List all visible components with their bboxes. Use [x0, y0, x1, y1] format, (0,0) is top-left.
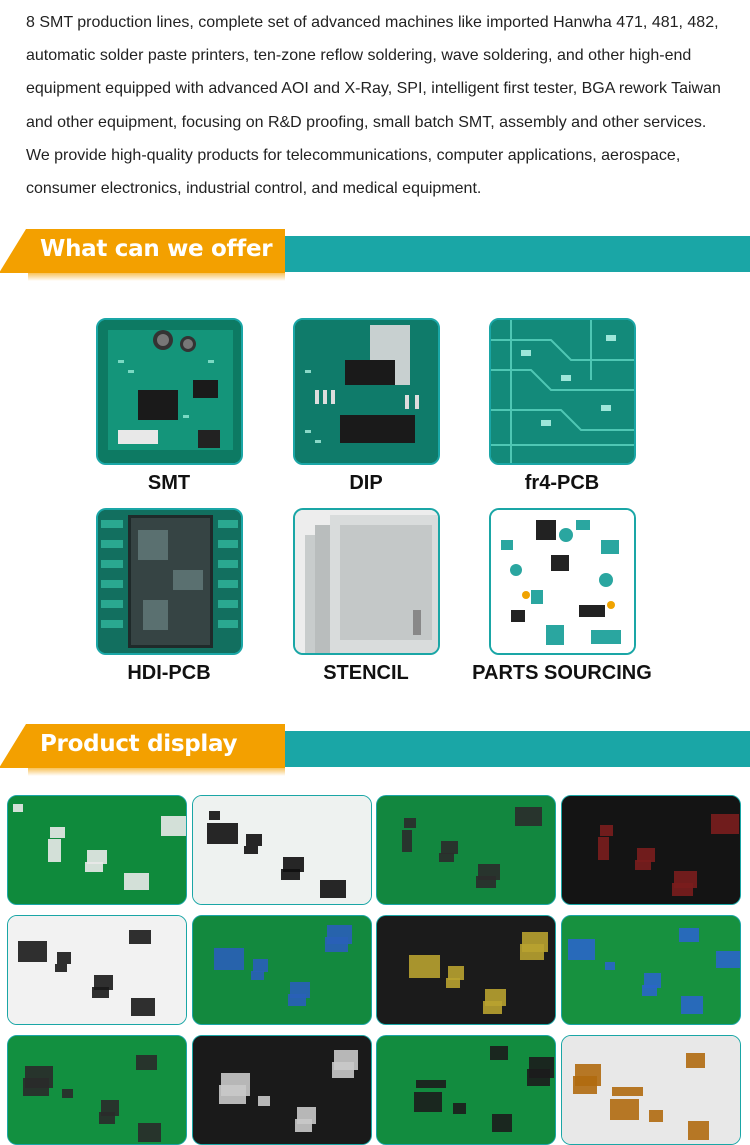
- tab-shadow: [28, 768, 285, 776]
- tab-shadow: [28, 273, 285, 281]
- product-photo-9-icon[interactable]: [7, 1035, 187, 1145]
- offer-item-label: STENCIL: [323, 662, 409, 684]
- offer-item-label: HDI-PCB: [127, 662, 211, 684]
- intro-line: We provide high-quality products for tel…: [26, 146, 681, 164]
- offer-item-hdi-pcb[interactable]: HDI-PCB: [79, 508, 259, 685]
- product-photo-11-icon[interactable]: [376, 1035, 556, 1145]
- product-photo-3-icon[interactable]: [376, 795, 556, 905]
- smt-board-photo-icon: [95, 318, 243, 465]
- offer-item-label: DIP: [349, 472, 383, 494]
- offer-item-label: fr4-PCB: [524, 472, 600, 494]
- product-photo-2-icon[interactable]: [192, 795, 372, 905]
- offer-item-dip[interactable]: DIP: [276, 318, 456, 495]
- product-photo-5-icon[interactable]: [7, 915, 187, 1025]
- offer-item-label: PARTS SOURCING: [472, 662, 652, 684]
- intro-line: equipment equipped with advanced AOI and…: [26, 80, 721, 98]
- offer-section-banner: What can we offer: [0, 229, 750, 281]
- product-photo-7-icon[interactable]: [376, 915, 556, 1025]
- hdi-pcb-photo-icon: [95, 508, 243, 655]
- offer-item-stencil[interactable]: STENCIL: [276, 508, 456, 685]
- product-photo-6-icon[interactable]: [192, 915, 372, 1025]
- offer-section-tab: What can we offer: [0, 229, 285, 281]
- product-photo-8-icon[interactable]: [561, 915, 741, 1025]
- fr4-pcb-photo-icon: [488, 318, 636, 465]
- parts-photo-icon: [488, 508, 636, 655]
- offer-item-smt[interactable]: SMT: [79, 318, 259, 495]
- stencil-photo-icon: [292, 508, 440, 655]
- dip-board-photo-icon: [292, 318, 440, 465]
- intro-line: 8 SMT production lines, complete set of …: [26, 14, 719, 31]
- intro-line: and other equipment, focusing on R&D pro…: [26, 113, 707, 131]
- intro-text: 8 SMT production lines, complete set of …: [26, 6, 741, 205]
- product-section-banner: Product display: [0, 724, 750, 776]
- intro-line: consumer electronics, industrial control…: [26, 180, 482, 198]
- product-section-tab: Product display: [0, 724, 285, 776]
- offer-item-parts-sourcing[interactable]: PARTS SOURCING: [472, 508, 652, 685]
- product-photo-12-icon[interactable]: [561, 1035, 741, 1145]
- offer-item-fr4-pcb[interactable]: fr4-PCB: [472, 318, 652, 495]
- offer-item-label: SMT: [147, 472, 191, 494]
- product-section-title: Product display: [40, 731, 238, 757]
- product-photo-10-icon[interactable]: [192, 1035, 372, 1145]
- offer-section-title: What can we offer: [40, 236, 273, 262]
- product-photo-4-icon[interactable]: [561, 795, 741, 905]
- product-photo-1-icon[interactable]: [7, 795, 187, 905]
- intro-line: automatic solder paste printers, ten-zon…: [26, 47, 692, 65]
